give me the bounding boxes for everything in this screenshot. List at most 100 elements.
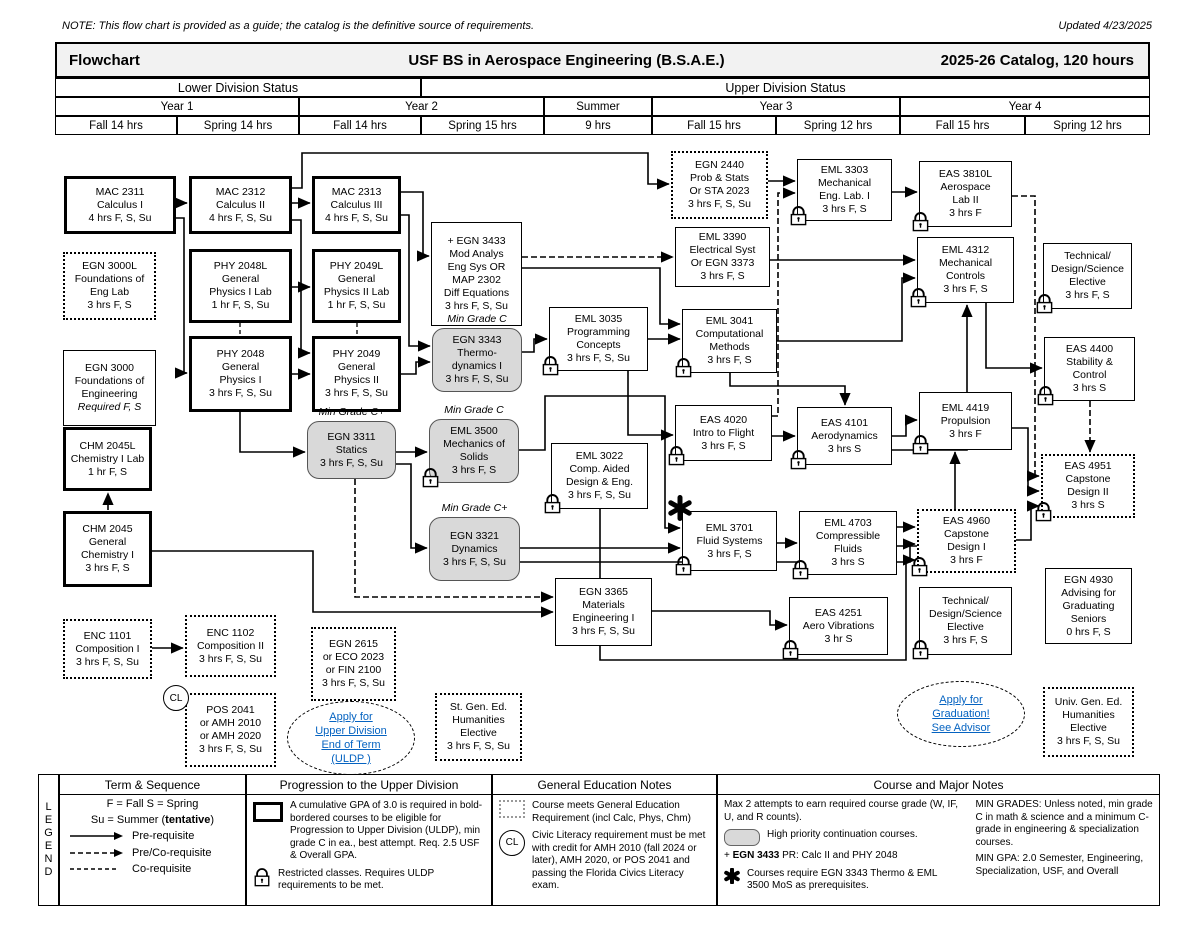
egn3433-note: + EGN 3433 PR: Calc II and PHY 2048 <box>724 850 959 863</box>
term-key-line2-pre: Su = Summer ( <box>90 813 166 826</box>
legend-term-header: Term & Sequence <box>60 775 245 795</box>
lock-icon <box>909 288 928 313</box>
course-text-line: Eng Sys OR <box>447 261 506 273</box>
lock-icon <box>791 560 810 585</box>
course-text-line: 3 hrs F, S, Su <box>566 352 631 364</box>
course-text-line: Foundations of <box>74 273 145 285</box>
legend-progression-header: Progression to the Upper Division <box>247 775 491 795</box>
graduation-link-text[interactable]: Graduation! <box>932 708 990 720</box>
course-text-line: 3 hrs F, S, Su <box>198 652 263 665</box>
lock-icon <box>1036 386 1055 411</box>
course-text-line: Capstone <box>944 528 989 540</box>
uldp-link-text[interactable]: End of Term <box>321 739 381 751</box>
course-text-line: 3 hrs F, S, Su <box>567 489 632 501</box>
legend-letter: D <box>44 866 53 878</box>
course-text-line: CHM 2045 <box>82 523 133 535</box>
star-note: Courses require EGN 3343 Thermo & EML 35… <box>724 867 959 893</box>
max-attempts-note: Max 2 attempts to earn required course g… <box>724 799 959 824</box>
cl-badge-icon: CL <box>499 830 525 856</box>
lock-icon <box>781 640 800 665</box>
course-text-line: EAS 4020 <box>699 413 748 426</box>
course-text-line: EML 3022 <box>575 450 624 462</box>
coreq-label: Co-requisite <box>132 863 192 875</box>
course-text-line: 4 hrs F, S, Su <box>88 211 152 224</box>
year-header-5: Year 4 <box>900 97 1150 116</box>
graduation-link-text[interactable]: Apply for <box>939 694 983 706</box>
lock-icon <box>1035 294 1054 319</box>
gen-ed-note: Course meets General Education Requireme… <box>499 800 710 825</box>
course-text-line: EAS 4951 <box>1064 460 1112 472</box>
course-text-line: EAS 3810L <box>938 168 993 180</box>
course-text-line: 3 hrs F, S <box>701 439 746 452</box>
course-text-line: Dynamics <box>451 542 498 555</box>
graduation-link-text[interactable]: See Advisor <box>931 722 991 734</box>
uldp-link-text[interactable]: Apply for <box>329 711 373 723</box>
lock-icon <box>253 867 271 893</box>
year-header-4: Year 3 <box>652 97 900 116</box>
egn3433-rest: PR: Calc II and PHY 2048 <box>779 850 898 861</box>
course-text-line: Programming <box>566 326 631 338</box>
precoreq-label: Pre/Co-requisite <box>132 846 212 859</box>
restricted-text: Restricted classes. Requires ULDP requir… <box>278 867 434 892</box>
course-text-line: 1 hr F, S <box>87 465 128 478</box>
course-text-line: Chemistry I Lab <box>70 452 145 465</box>
course-text-line: EML 4312 <box>941 244 990 256</box>
max-attempts-italic: required <box>829 799 866 810</box>
course-text-line: Thermo- <box>457 347 497 359</box>
course-text-line: EGN 3321 <box>449 529 500 542</box>
course-text-line: 3 hrs S <box>827 442 862 455</box>
course-text-line: 3 hrs F, S, Su <box>687 198 752 210</box>
division-lower: Lower Division Status <box>55 78 421 97</box>
course-text-line: + EGN 3433 <box>447 235 506 247</box>
uldp-link-text[interactable]: Upper Division <box>315 725 387 737</box>
course-text-line: EML 4419 <box>941 401 990 414</box>
course-text-line: dynamics I <box>451 360 503 372</box>
egn3433-plus: + <box>724 850 733 861</box>
course-text-line: Physics I Lab <box>209 286 272 298</box>
gen-ed-text: Course meets General Education Requireme… <box>532 800 691 824</box>
course-text-line: Physics II Lab <box>323 286 390 298</box>
course-text-line: 3 hrs F, S, Su <box>442 555 507 568</box>
course-text-line: PHY 2048L <box>213 260 268 272</box>
course-text-line: 3 hrs F, S <box>943 283 988 295</box>
legend-letter: L <box>45 801 52 813</box>
course-text-line: EGN 3000 <box>84 362 135 374</box>
course-text-line: PHY 2048 <box>216 348 265 360</box>
course-text-line: Aerospace <box>940 181 991 193</box>
course-text-line: POS 2041 <box>206 704 255 716</box>
uldp-link-text[interactable]: (ULDP ) <box>331 753 371 765</box>
course-text-line: Calculus III <box>330 198 383 211</box>
course-text-line: Computational <box>695 328 764 340</box>
course-text-line: Physics II <box>334 374 379 386</box>
course-text-line: Stability & <box>1066 356 1113 368</box>
course-text-line: Lab II <box>952 194 979 206</box>
min-grade-label: Min Grade C <box>447 313 507 325</box>
course-text-line: 3 hrs F, S <box>707 547 752 560</box>
course-text-line: 3 hrs F, S <box>822 203 867 215</box>
course-text-line: Engineering I <box>572 612 635 624</box>
max-attempts-post: course grade (W, IF, U, and R counts). <box>724 799 959 823</box>
legend-letter: E <box>44 840 53 852</box>
cl-badge: CL <box>163 685 189 711</box>
course-text-line: EGN 4930 <box>1063 573 1114 586</box>
min-grades-note: MIN GRADES: Unless noted, min grade C in… <box>975 799 1153 848</box>
